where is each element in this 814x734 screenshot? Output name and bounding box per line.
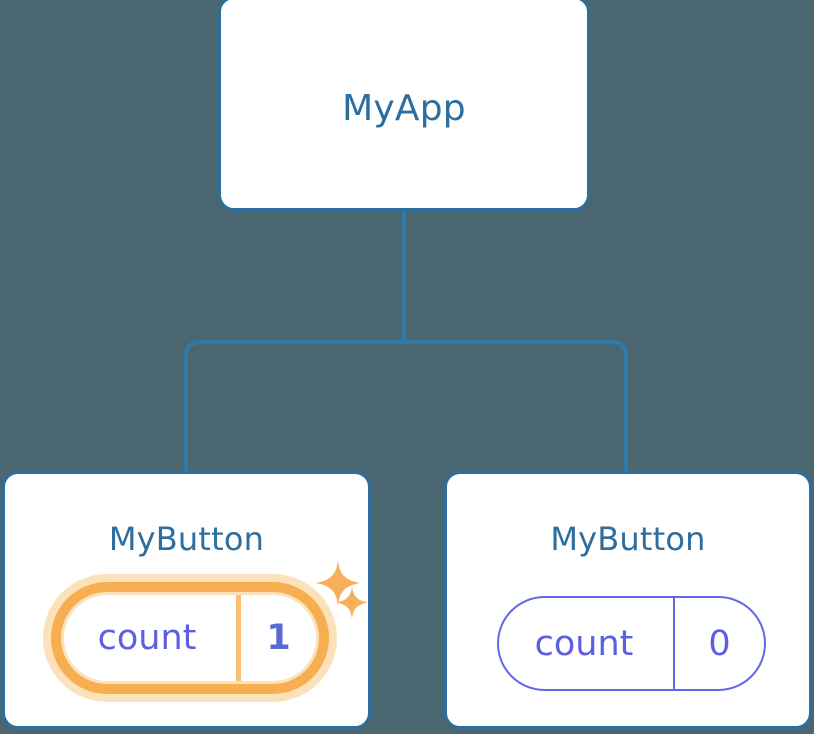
node-child-right-title: MyButton [550, 520, 706, 558]
state-pill-left[interactable]: count 1 [64, 595, 316, 681]
node-root-myapp[interactable]: MyApp [218, 0, 590, 211]
state-pill-highlighted[interactable]: count 1 [43, 574, 337, 702]
state-key-label: count [534, 623, 634, 664]
node-child-mybutton-right[interactable]: MyButton count 0 [444, 471, 812, 729]
state-pill-divider [236, 595, 241, 681]
node-root-title: MyApp [342, 88, 466, 129]
connector-branch-left [184, 340, 404, 474]
state-value-label: 1 [266, 618, 291, 658]
node-child-mybutton-left[interactable]: MyButton count 1 [2, 471, 371, 729]
node-child-left-title: MyButton [108, 520, 265, 558]
state-key-label: count [97, 618, 197, 658]
state-pill-right[interactable]: count 0 [497, 596, 766, 691]
connector-branch-right [404, 340, 628, 474]
state-value-label: 0 [708, 623, 731, 664]
state-pill-divider [673, 598, 675, 689]
